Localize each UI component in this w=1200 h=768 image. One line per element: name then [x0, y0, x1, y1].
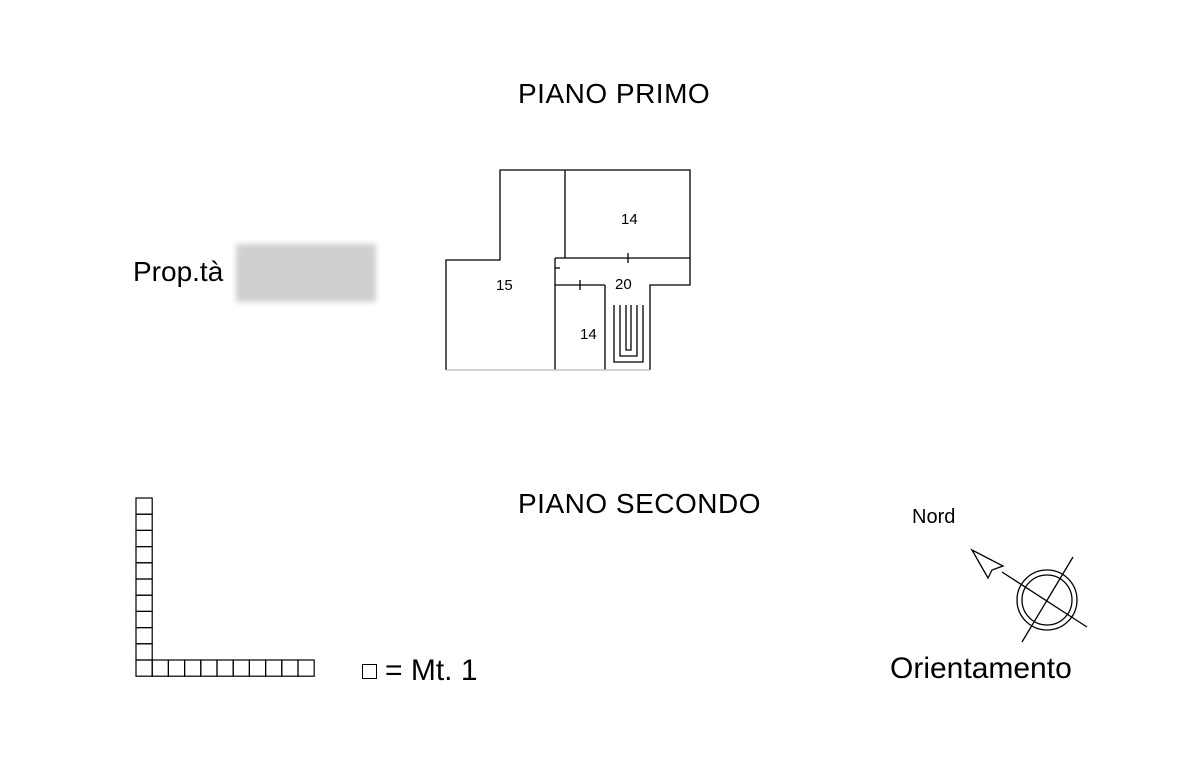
scale-unit-vertical [135, 513, 153, 532]
room-label-15: 15 [496, 277, 513, 294]
room-label-14-top: 14 [621, 211, 638, 228]
scale-unit-vertical [135, 626, 153, 645]
scale-unit-horizontal [151, 659, 169, 677]
scale-unit-horizontal [200, 659, 218, 677]
scale-unit-horizontal [248, 659, 267, 677]
scale-unit-horizontal [167, 659, 186, 677]
scale-unit-vertical [135, 610, 153, 629]
owner-name-redacted [236, 244, 376, 302]
scale-unit-vertical [135, 578, 153, 596]
room-label-14-bottom: 14 [580, 326, 597, 343]
compass-icon [970, 548, 1088, 643]
scale-grid [135, 497, 315, 677]
scale-unit-square-icon [362, 663, 377, 679]
north-label: Nord [912, 506, 956, 528]
scale-unit-horizontal [232, 659, 250, 677]
scale-unit-vertical [135, 529, 153, 548]
scale-unit-vertical [135, 545, 153, 564]
staircase [613, 305, 644, 363]
second-floor-title: PIANO SECONDO [518, 488, 761, 519]
scale-unit-horizontal [281, 659, 299, 677]
scale-unit-vertical [135, 497, 153, 515]
scale-unit-vertical [135, 562, 153, 580]
orientation-label: Orientamento [890, 652, 1072, 685]
scale-unit-horizontal [297, 659, 315, 677]
plan-outline [445, 169, 691, 370]
scale-unit-vertical [135, 643, 153, 661]
scale-unit-horizontal [135, 659, 153, 677]
scale-unit-horizontal [265, 659, 283, 677]
scale-unit-horizontal [216, 659, 234, 677]
north-arrow-icon [970, 548, 1005, 580]
owner-label: Prop.tà [133, 256, 224, 287]
room-label-20: 20 [615, 276, 632, 293]
scale-legend: = Mt. 1 [362, 654, 478, 688]
scale-unit-horizontal [184, 659, 202, 677]
scale-legend-text: = Mt. 1 [385, 654, 478, 687]
first-floor-title: PIANO PRIMO [518, 78, 711, 109]
scale-unit-vertical [135, 594, 153, 613]
